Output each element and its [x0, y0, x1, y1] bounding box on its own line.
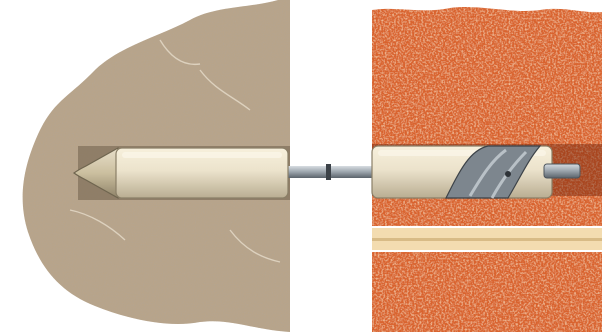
rod-end [544, 164, 580, 178]
mortar-line [372, 238, 602, 241]
brick-lower [372, 252, 602, 332]
anchor-assembly [74, 146, 580, 198]
spiral-pin [505, 171, 511, 177]
left-sleeve-highlight [122, 152, 282, 158]
rod-notch [326, 164, 331, 180]
